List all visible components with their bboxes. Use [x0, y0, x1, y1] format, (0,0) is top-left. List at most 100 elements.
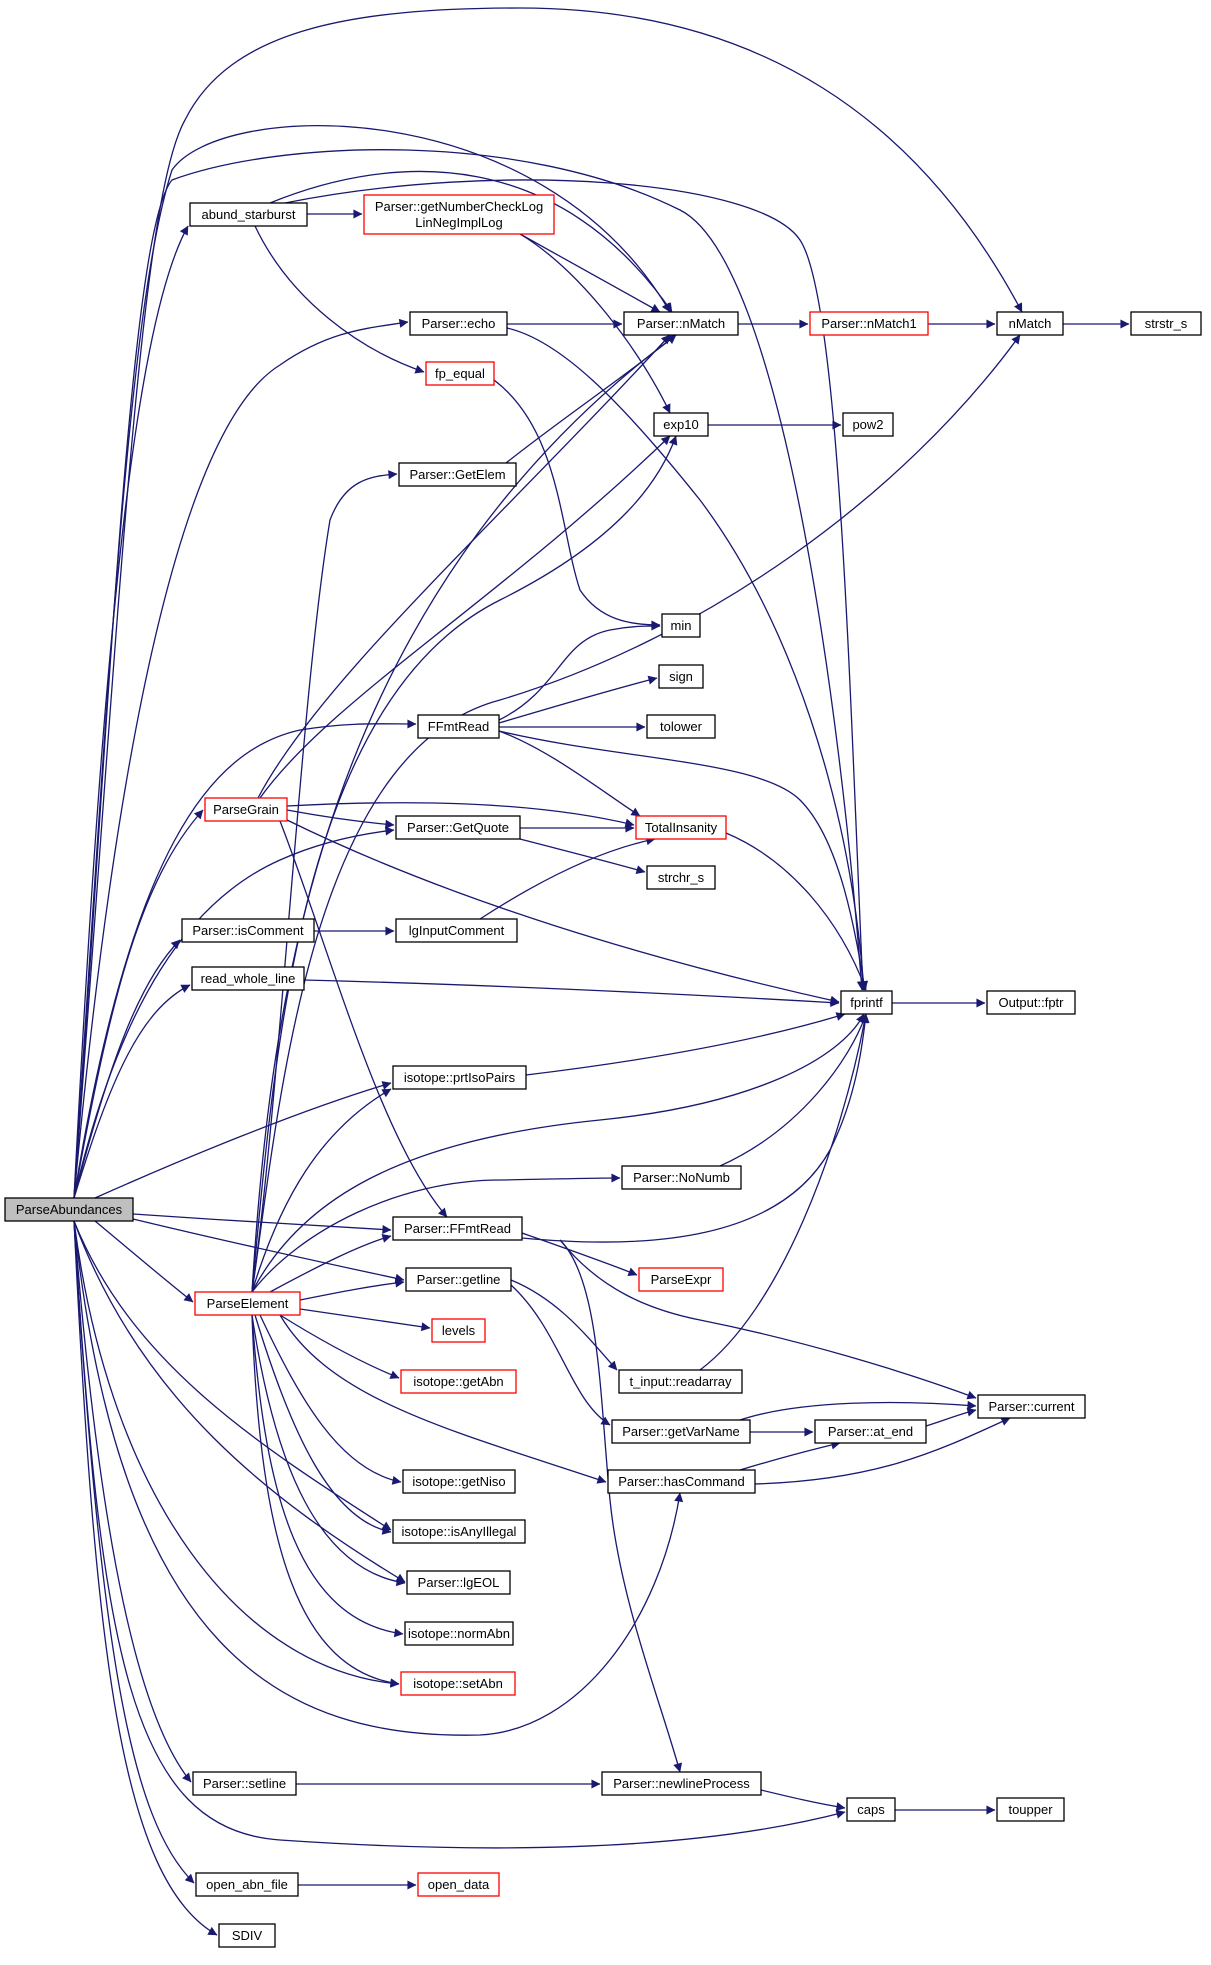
node-box	[986, 990, 1076, 1015]
node-open-data[interactable]: open_data	[417, 1872, 500, 1897]
node-parser-getquote[interactable]: Parser::GetQuote	[395, 815, 521, 840]
node-strchr-s[interactable]: strchr_s	[646, 865, 716, 890]
node-isotope-getabn[interactable]: isotope::getAbn	[400, 1369, 517, 1394]
node-isotope-setabn[interactable]: isotope::setAbn	[400, 1671, 516, 1696]
node-output-fptr[interactable]: Output::fptr	[986, 990, 1076, 1015]
node-box	[392, 1216, 523, 1241]
node-parse-abundances[interactable]: ParseAbundances	[4, 1197, 134, 1222]
node-box	[406, 1570, 511, 1595]
node-parser-current[interactable]: Parser::current	[977, 1394, 1086, 1419]
node-box	[218, 1923, 276, 1948]
node-sign[interactable]: sign	[658, 664, 704, 689]
node-exp10[interactable]: exp10	[653, 412, 709, 437]
node-isotope-prt-iso-pairs[interactable]: isotope::prtIsoPairs	[392, 1065, 527, 1090]
node-parser-iscomment[interactable]: Parser::isComment	[181, 918, 315, 943]
node-box	[405, 1267, 512, 1292]
node-tolower[interactable]: tolower	[646, 714, 716, 739]
node-parser-setline[interactable]: Parser::setline	[192, 1771, 297, 1796]
node-parse-expr[interactable]: ParseExpr	[638, 1267, 724, 1292]
edge-parse_abundances-to-parser_iscomment	[73, 939, 181, 1199]
node-caps[interactable]: caps	[846, 1797, 896, 1822]
node-label: Parser::getline	[417, 1272, 501, 1287]
node-box	[618, 1369, 743, 1394]
node-t-input-readarray[interactable]: t_input::readarray	[618, 1369, 743, 1394]
edge-line	[719, 1013, 868, 1167]
edge-parser_newline_process-to-caps	[760, 1789, 846, 1812]
edge-line	[73, 7, 1023, 1199]
node-label: Parser::lgEOL	[418, 1575, 500, 1590]
edge-line	[519, 233, 661, 313]
edge-get_number_check-to-exp10	[519, 233, 671, 414]
edge-line	[699, 1013, 869, 1371]
node-strstr-s[interactable]: strstr_s	[1130, 311, 1202, 336]
node-label: sign	[669, 669, 693, 684]
edge-parse_element-to-parser_lgeol	[251, 1314, 406, 1587]
node-isotope-isanyillegal[interactable]: isotope::isAnyIllegal	[392, 1519, 526, 1544]
edge-line	[510, 1284, 611, 1426]
edge-line	[73, 149, 866, 1199]
node-label: Output::fptr	[998, 995, 1064, 1010]
node-parser-nmatch1[interactable]: Parser::nMatch1	[809, 311, 929, 336]
node-abund-starburst[interactable]: abund_starburst	[189, 202, 308, 227]
node-parser-getvarname[interactable]: Parser::getVarName	[611, 1419, 751, 1444]
node-parser-ffmtread[interactable]: Parser::FFmtRead	[392, 1216, 523, 1241]
node-label: fp_equal	[435, 366, 485, 381]
node-min[interactable]: min	[661, 613, 701, 638]
node-parser-getelem[interactable]: Parser::GetElem	[398, 462, 517, 487]
edge-parse_abundances-to-parser_hascommand	[73, 1220, 684, 1736]
node-box	[395, 918, 518, 943]
edge-line	[73, 318, 409, 1199]
node-parser-getline[interactable]: Parser::getline	[405, 1267, 512, 1292]
edge-line	[498, 730, 869, 991]
node-open-abn-file[interactable]: open_abn_file	[195, 1872, 299, 1897]
node-nmatch[interactable]: nMatch	[996, 311, 1064, 336]
edge-parse_grain-to-parser_nmatch	[257, 334, 671, 799]
node-ffmtread[interactable]: FFmtRead	[417, 714, 500, 739]
node-parser-nmatch[interactable]: Parser::nMatch	[623, 311, 739, 336]
node-levels[interactable]: levels	[431, 1318, 486, 1343]
edge-parse_element-to-isotope_isanyillegal	[254, 1314, 392, 1535]
node-parser-at-end[interactable]: Parser::at_end	[814, 1419, 927, 1444]
node-label: Parser::getVarName	[622, 1424, 740, 1439]
edge-line	[251, 435, 678, 1293]
node-parse-grain[interactable]: ParseGrain	[204, 797, 288, 822]
node-total-insanity[interactable]: TotalInsanity	[635, 815, 727, 840]
node-parser-hascommand[interactable]: Parser::hasCommand	[607, 1469, 756, 1494]
node-pow2[interactable]: pow2	[842, 412, 894, 437]
node-fp-equal[interactable]: fp_equal	[425, 361, 495, 386]
edge-line	[279, 820, 448, 1218]
node-parser-lgeol[interactable]: Parser::lgEOL	[406, 1570, 511, 1595]
node-parse-element[interactable]: ParseElement	[194, 1291, 301, 1316]
node-sdiv[interactable]: SDIV	[218, 1923, 276, 1948]
edge-parse_element-to-parser_ffmtread	[269, 1234, 392, 1293]
edge-parse_abundances-to-parser_nmatch	[73, 124, 671, 1199]
edge-line	[559, 1239, 683, 1773]
node-isotope-normabn[interactable]: isotope::normAbn	[404, 1621, 514, 1646]
node-label: tolower	[660, 719, 703, 734]
node-lg-input-comment[interactable]: lgInputComment	[395, 918, 518, 943]
edge-parse_element-to-levels	[299, 1308, 431, 1332]
edge-line	[254, 1314, 392, 1535]
edge-total_insanity-to-fprintf	[725, 832, 868, 991]
edge-line	[493, 379, 661, 630]
node-toupper[interactable]: toupper	[996, 1797, 1065, 1822]
node-label: Parser::hasCommand	[618, 1474, 744, 1489]
node-fprintf[interactable]: fprintf	[840, 990, 893, 1015]
edge-parser_getvarname-to-parser_current	[739, 1400, 977, 1421]
edge-read_whole_line-to-fprintf	[303, 979, 840, 1008]
node-label: TotalInsanity	[645, 820, 718, 835]
node-parser-nonumb[interactable]: Parser::NoNumb	[621, 1165, 742, 1190]
node-parser-newline-process[interactable]: Parser::newlineProcess	[601, 1771, 762, 1796]
node-label: Parser::NoNumb	[633, 1170, 730, 1185]
edge-line	[521, 1013, 870, 1243]
edge-line	[286, 809, 395, 829]
node-parser-echo[interactable]: Parser::echo	[409, 311, 508, 336]
node-label: lgInputComment	[409, 923, 505, 938]
edge-line	[251, 334, 677, 1293]
node-read-whole-line[interactable]: read_whole_line	[191, 966, 305, 991]
edge-line	[251, 334, 1021, 1293]
edge-parse_abundances-to-parse_grain	[73, 809, 204, 1199]
node-isotope-getniso[interactable]: isotope::getNiso	[402, 1469, 516, 1494]
edge-parse_element-to-isotope_getabn	[279, 1314, 400, 1379]
